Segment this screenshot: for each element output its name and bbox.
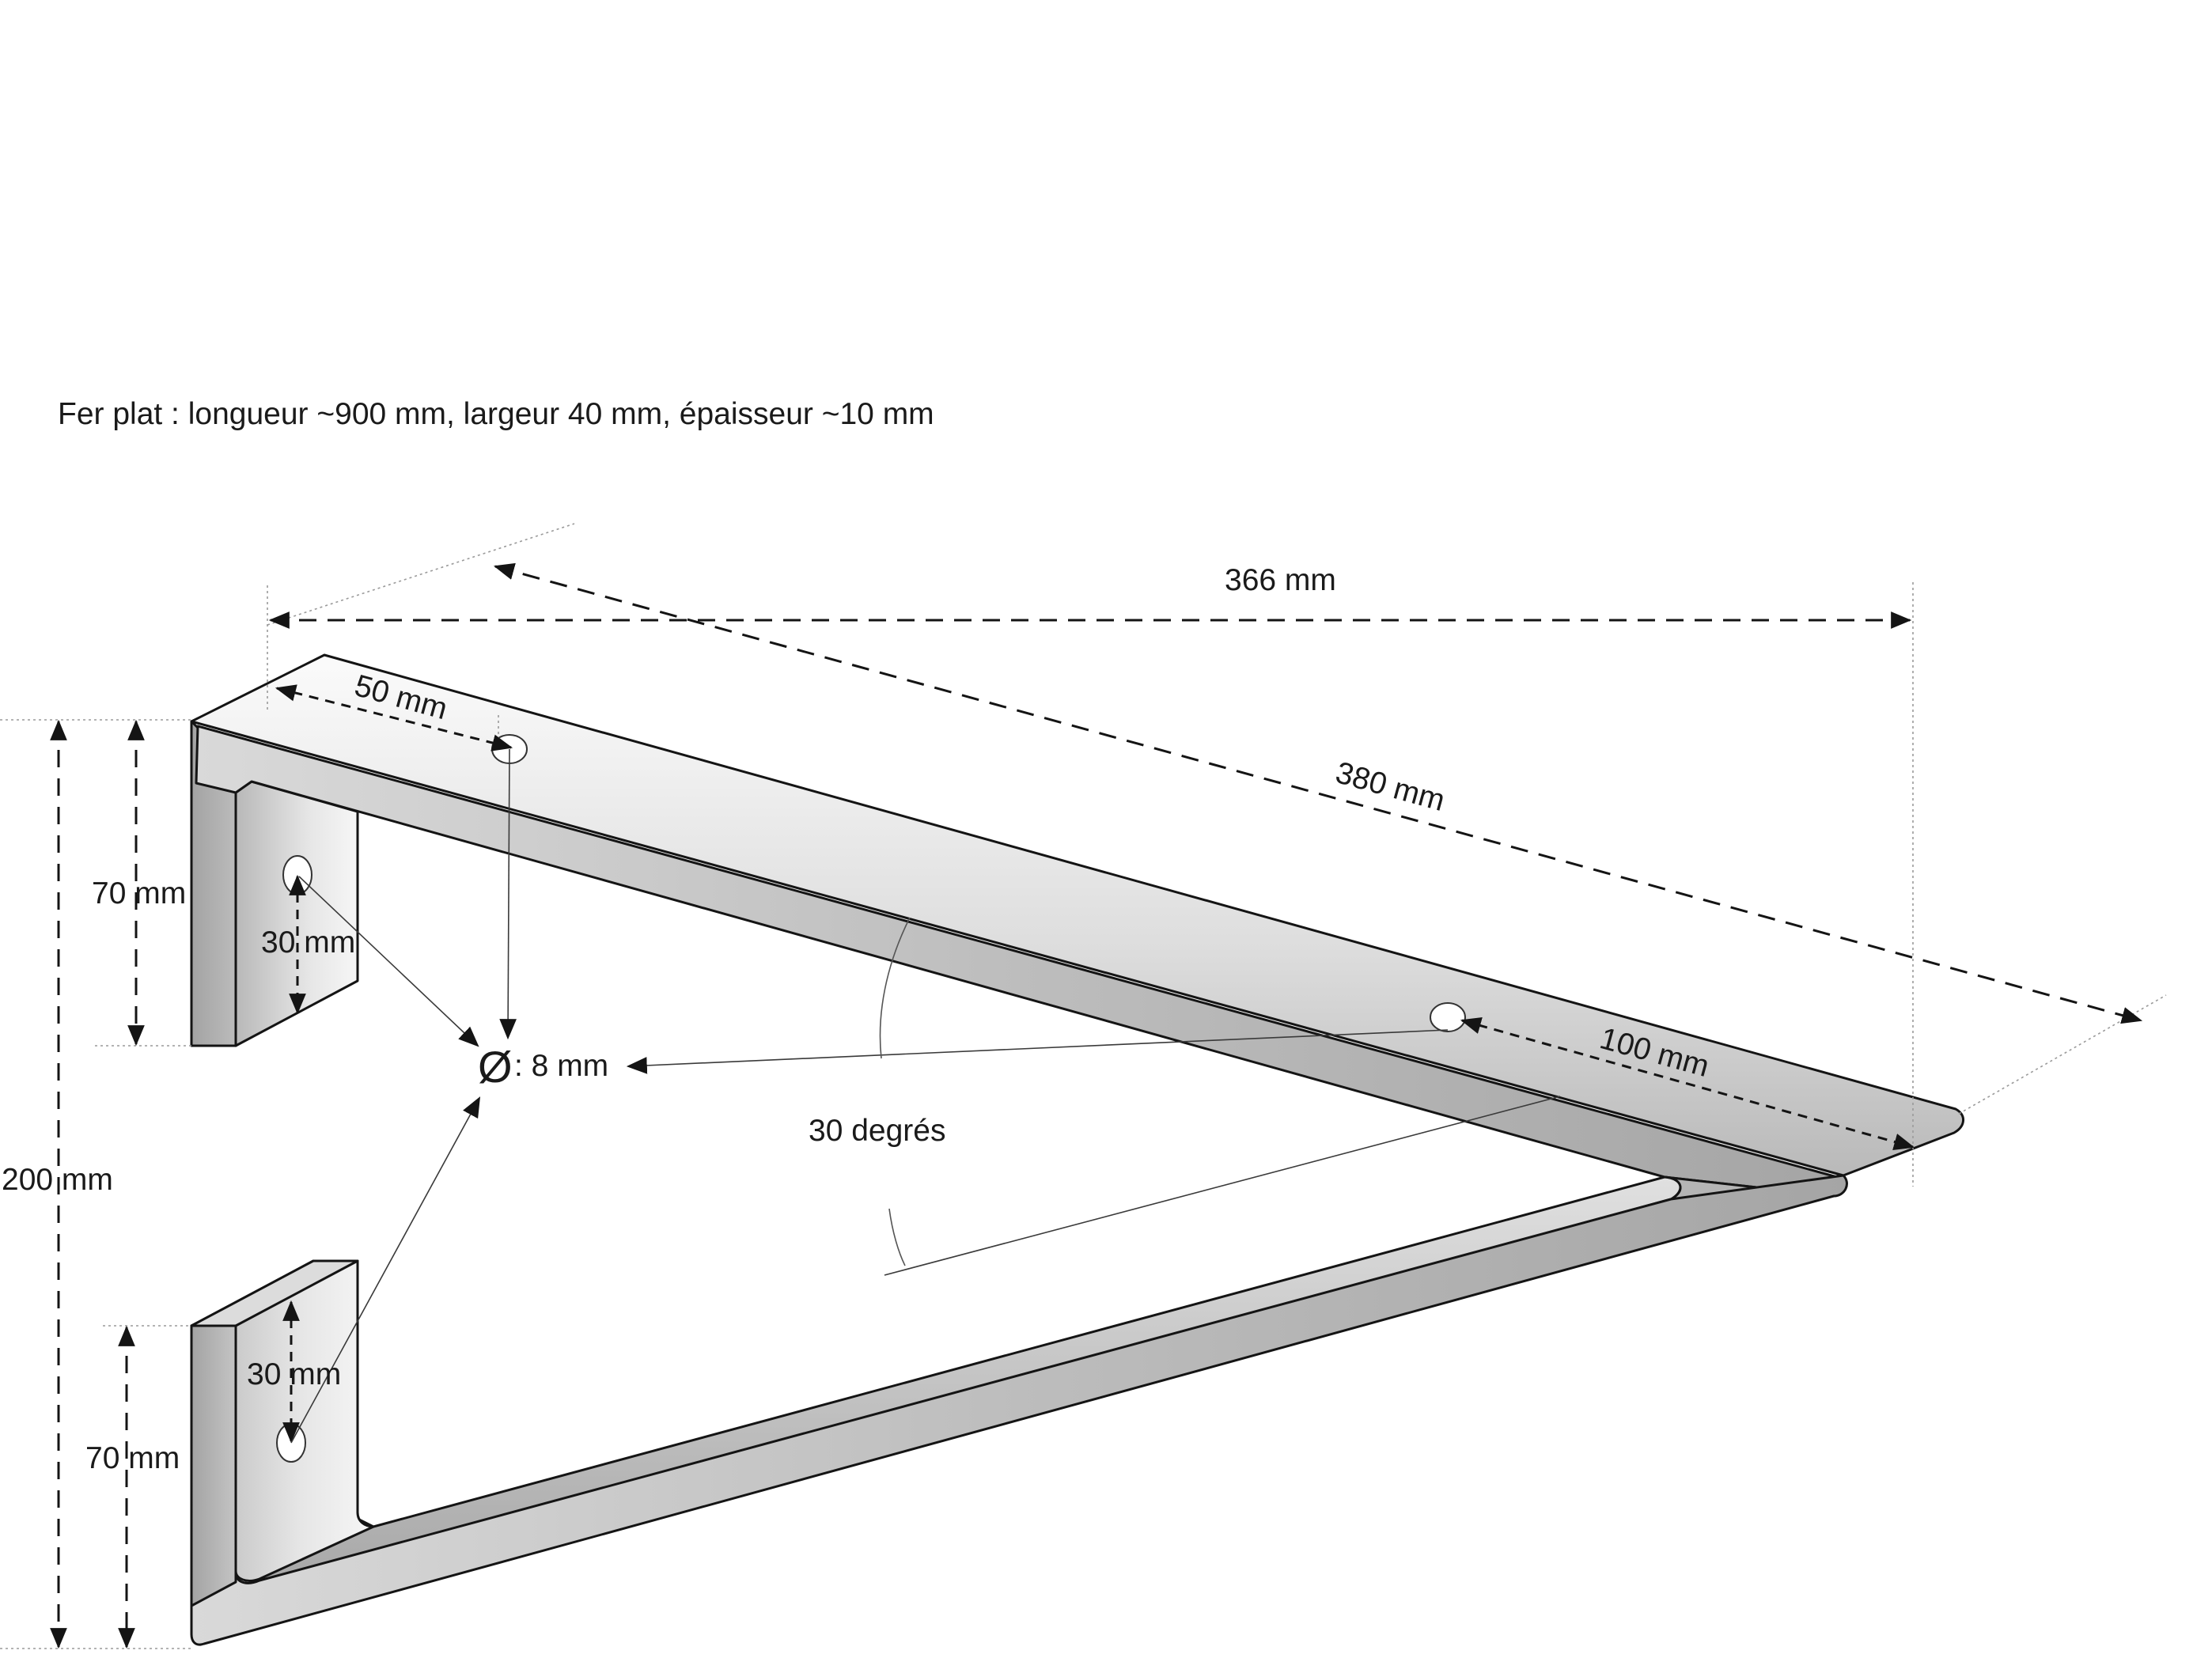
hole-top-arm-far [1430, 1002, 1466, 1032]
diagonal-arm-front-face [190, 1174, 1848, 1646]
bracket-body [190, 653, 1964, 1646]
dim-line-100 [1460, 1017, 1915, 1150]
material-spec-title: Fer plat : longueur ~900 mm, largeur 40 … [58, 397, 934, 431]
label-top-70: 70 mm [92, 876, 186, 910]
label-366: 366 mm [1225, 563, 1336, 597]
top-arm-front-face [195, 725, 1844, 1198]
hole-upper-plate [282, 855, 312, 895]
label-bottom-70: 70 mm [85, 1441, 180, 1475]
dimension-lines [50, 562, 2143, 1649]
lower-plate-face [190, 1259, 375, 1582]
diameter-symbol: Ø [478, 1042, 513, 1092]
dimension-labels: 366 mm 380 mm 50 mm 100 mm 200 mm 70 mm … [2, 563, 1713, 1475]
label-angle: 30 degrés [809, 1114, 945, 1148]
diagonal-arm-top-face [258, 1175, 1682, 1584]
label-380: 380 mm [1332, 755, 1449, 818]
lower-plate-side [190, 1324, 237, 1607]
label-200: 200 mm [2, 1163, 113, 1197]
diameter-leaders [290, 748, 1449, 1444]
label-top-30: 30 mm [261, 926, 355, 960]
dim-line-50 [275, 684, 513, 751]
angle-indicator [879, 917, 1561, 1276]
label-bottom-30: 30 mm [247, 1357, 341, 1391]
diameter-value: : 8 mm [514, 1049, 608, 1083]
lower-plate-top-edge [190, 1259, 359, 1327]
